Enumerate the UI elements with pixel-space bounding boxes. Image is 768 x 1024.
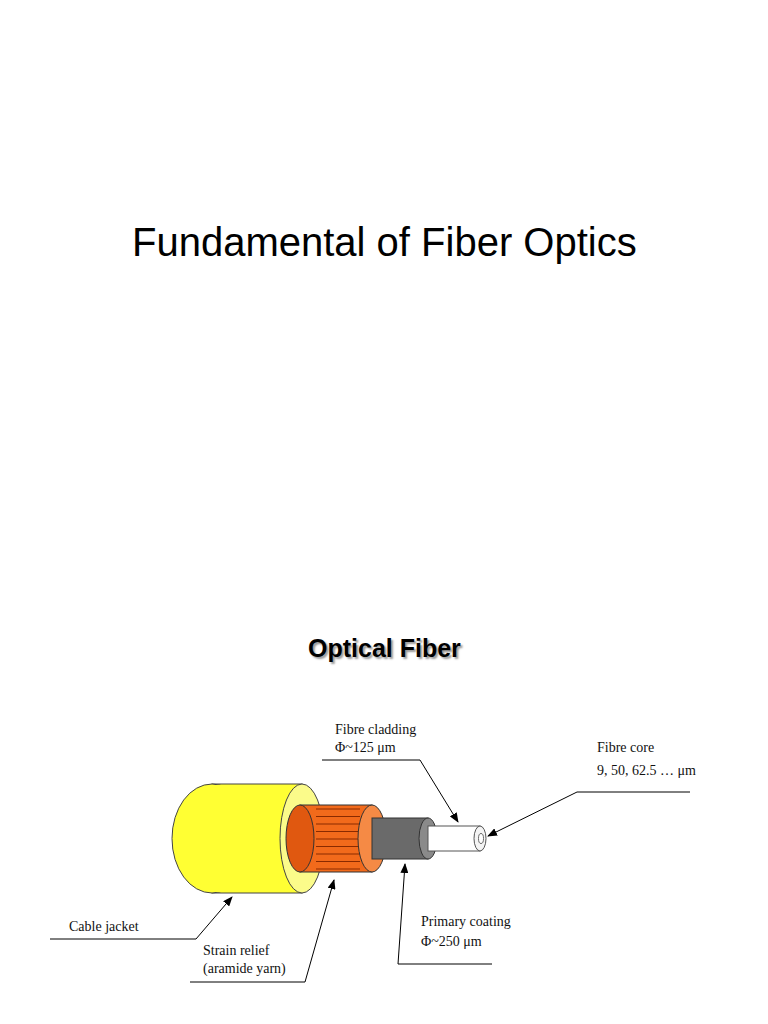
yarn-stroke xyxy=(316,869,360,870)
section-heading: Optical Fiber xyxy=(308,634,461,663)
yarn-stroke xyxy=(316,839,360,840)
yarn-stroke xyxy=(316,816,360,817)
strain-relief xyxy=(286,805,386,872)
yarn-stroke xyxy=(316,846,360,847)
part-label: Primary coating xyxy=(420,914,512,930)
primary-coating xyxy=(372,818,437,859)
fibre-core xyxy=(479,834,484,844)
leader-lines xyxy=(50,760,690,982)
cable-jacket xyxy=(172,784,324,893)
dimension: Φ~125 μm xyxy=(334,740,397,756)
yarn-stroke xyxy=(316,854,360,855)
part-label: Fibre cladding xyxy=(334,722,417,738)
dimension: 9, 50, 62.5 … μm xyxy=(596,763,697,779)
part-label: Cable jacket xyxy=(68,919,140,935)
part-label: Strain relief xyxy=(202,943,270,959)
fibre-cladding xyxy=(428,826,486,851)
yarn-stroke xyxy=(316,831,360,832)
part-label: Fibre core xyxy=(596,740,655,756)
yarn-stroke xyxy=(316,861,360,862)
part-label: (aramide yarn) xyxy=(202,961,287,977)
yarn-stroke xyxy=(316,824,360,825)
yarn-stroke xyxy=(316,809,360,810)
page-title: Fundamental of Fiber Optics xyxy=(132,220,637,265)
dimension: Φ~250 μm xyxy=(420,934,483,950)
